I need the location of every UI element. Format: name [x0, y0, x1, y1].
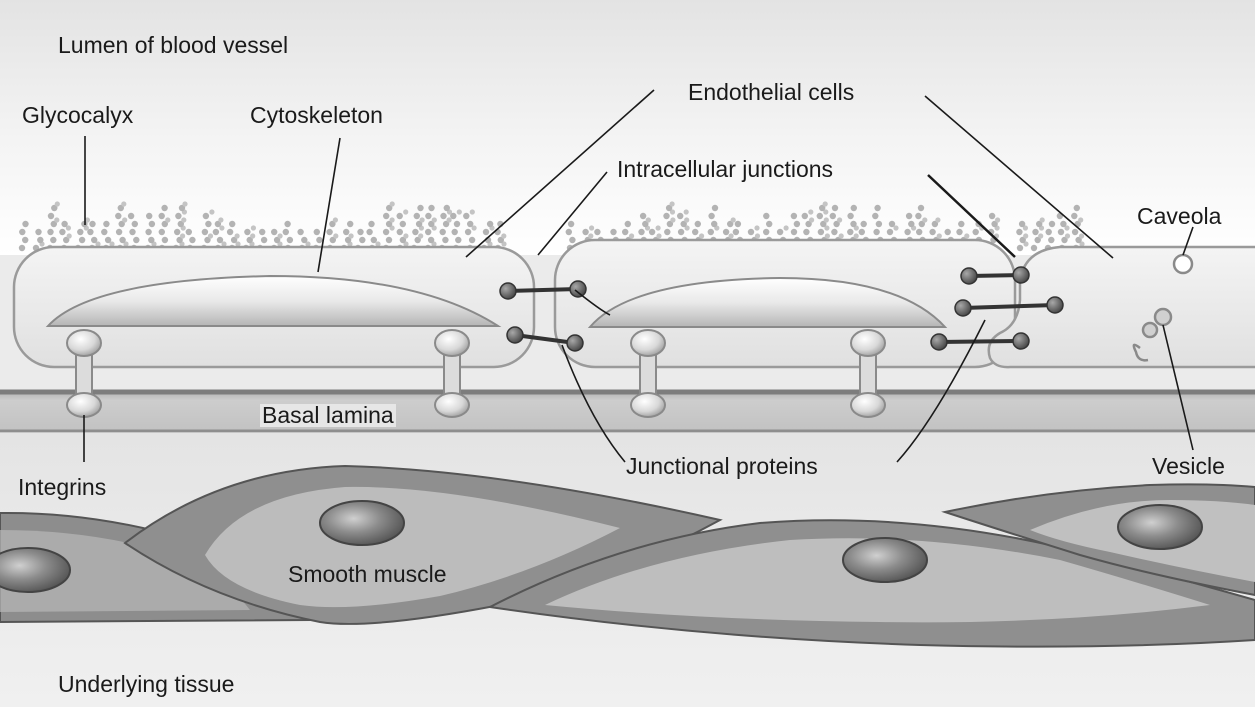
intracellular-junctions-label: Intracellular junctions [617, 158, 833, 181]
smooth-muscle-label: Smooth muscle [288, 563, 447, 586]
lumen-label: Lumen of blood vessel [58, 34, 288, 57]
muscle-nucleus [0, 548, 70, 592]
vesicle-label: Vesicle [1152, 455, 1225, 478]
basal-lamina-label: Basal lamina [260, 404, 396, 427]
muscle-nucleus [320, 501, 404, 545]
underlying-tissue-label: Underlying tissue [58, 673, 234, 696]
muscle-nucleus [843, 538, 927, 582]
muscle-nucleus [1118, 505, 1202, 549]
caveola-label: Caveola [1137, 205, 1221, 228]
integrins-label: Integrins [18, 476, 106, 499]
basal-lamina-band [0, 392, 1255, 432]
junctional-proteins-label: Junctional proteins [626, 455, 818, 478]
cytoskeleton-label: Cytoskeleton [250, 104, 383, 127]
endothelial-cells-label: Endothelial cells [688, 81, 854, 104]
glycocalyx-label: Glycocalyx [22, 104, 133, 127]
caveola-pit [1174, 255, 1192, 273]
